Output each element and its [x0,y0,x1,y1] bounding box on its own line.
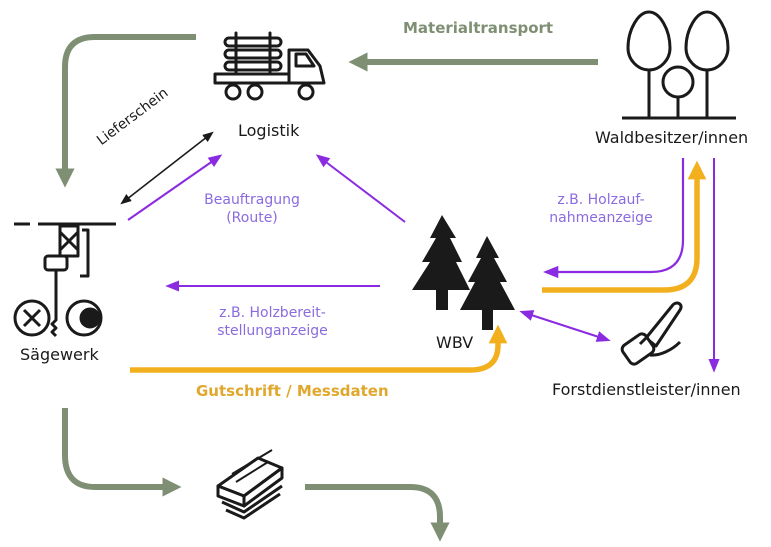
arrow-lieferschein [120,131,214,205]
node-wbv: WBV [436,333,474,352]
chainsaw-icon [620,301,683,366]
node-forstdienstleister: Forstdienstleister/innen [552,380,741,399]
fir-trees-icon [412,215,515,330]
arrow-wbv-to-logistik [315,154,406,223]
arrow-beauftragung [127,154,223,221]
arrow-saegewerk-to-product [62,408,182,497]
label-beauftragung: Beauftragung (Route) [199,192,305,227]
arrow-wbv-to-waldbesitzer [542,160,707,293]
arrow-gutschrift [130,324,508,373]
label-holzaufnahme-line2: nahmeanzeige [549,209,653,226]
label-holzaufnahme-line1: z.B. Holzauf- [557,192,645,208]
label-beauftragung-line2: (Route) [226,209,278,226]
node-saegewerk: Sägewerk [20,345,99,364]
truck-icon [213,31,326,101]
label-gutschrift: Gutschrift / Messdaten [196,382,389,400]
label-materialtransport: Materialtransport [403,19,554,37]
label-holzaufnahme: z.B. Holzauf- nahmeanzeige [527,192,675,227]
arrow-product-out [305,484,450,542]
sawmill-icon [13,222,116,338]
arrow-holzaufnahme [542,158,685,279]
forest-icon [622,10,736,120]
arrow-wbv-forst [519,310,611,342]
label-holzbereitstellung: z.B. Holzbereit- stellunganzeige [200,305,345,340]
label-holzbereitstellung-line2: stellunganzeige [217,322,328,339]
label-holzbereitstellung-line1: z.B. Holzbereit- [219,305,326,321]
node-logistik: Logistik [238,121,300,140]
lumber-icon [216,449,284,520]
label-beauftragung-line1: Beauftragung [204,192,300,208]
node-waldbesitzer: Waldbesitzer/innen [595,128,749,147]
arrow-logistik-to-saegewerk [55,34,196,188]
